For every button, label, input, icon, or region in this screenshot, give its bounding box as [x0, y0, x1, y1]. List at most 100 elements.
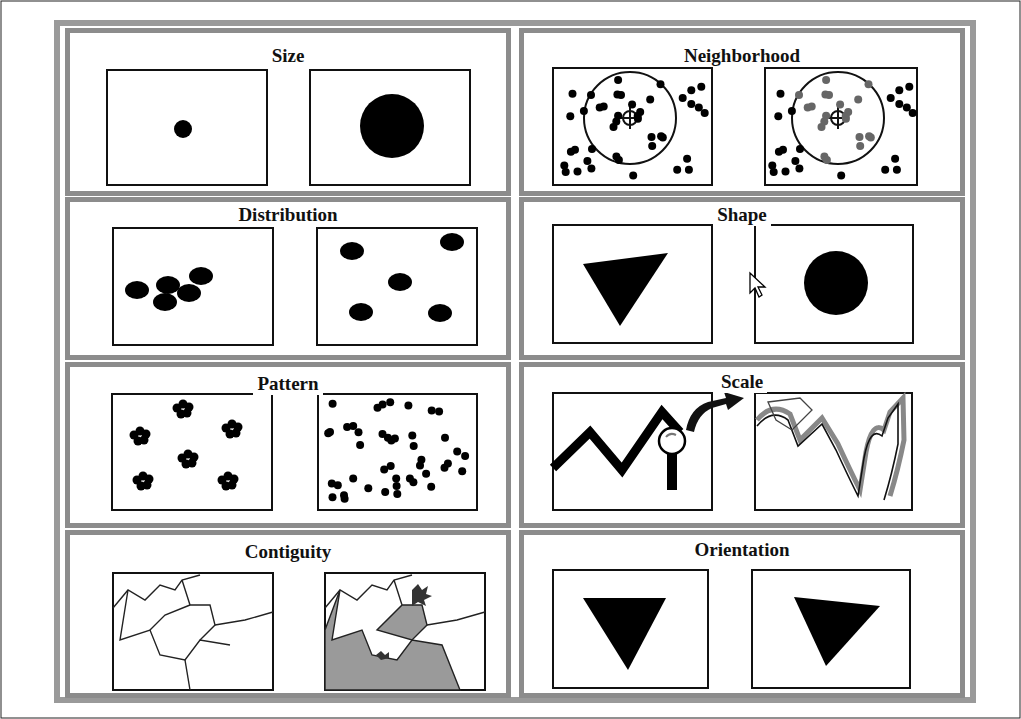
circle-shape	[804, 251, 868, 315]
dot	[461, 452, 469, 460]
dot	[775, 148, 783, 156]
dot	[795, 91, 803, 99]
dot	[232, 429, 241, 438]
dot	[355, 428, 363, 436]
dot	[782, 167, 790, 175]
dot	[657, 80, 665, 88]
distribution-dots	[125, 233, 464, 322]
dot	[393, 482, 401, 490]
dot	[903, 104, 911, 112]
panel-title: Scale	[717, 371, 767, 393]
inner-boxes	[107, 68, 917, 690]
triangle-upright	[583, 598, 666, 670]
dot	[343, 423, 351, 431]
dot	[329, 493, 337, 501]
dot	[856, 133, 864, 141]
dot	[854, 96, 862, 104]
dot	[410, 442, 418, 450]
dot	[567, 148, 575, 156]
dot	[648, 142, 656, 150]
junction-marks	[376, 584, 432, 660]
dot	[646, 96, 654, 104]
dot	[587, 165, 595, 173]
magnifier-lens	[659, 428, 685, 454]
panel-box: Distribution	[65, 197, 511, 360]
dot	[379, 430, 387, 438]
dot	[329, 400, 337, 408]
dot	[679, 94, 687, 102]
dot	[683, 155, 691, 163]
dot	[774, 112, 782, 120]
panel-title: Contiguity	[241, 541, 336, 563]
magnifier-handle	[667, 450, 677, 490]
dot	[379, 401, 387, 409]
dot	[228, 481, 237, 490]
dot	[905, 83, 913, 91]
panel-title: Shape	[713, 204, 771, 226]
dot	[687, 86, 695, 94]
dot	[140, 436, 149, 445]
scale-outline	[768, 398, 812, 430]
dot	[574, 167, 582, 175]
panel-box: Orientation	[519, 530, 965, 698]
dot	[428, 407, 436, 415]
dot	[673, 166, 681, 174]
dot	[596, 103, 604, 111]
dot	[701, 109, 709, 117]
panel-title: Size	[268, 45, 309, 67]
dot	[695, 104, 703, 112]
dot	[865, 132, 873, 140]
dot	[881, 166, 889, 174]
dot	[629, 171, 637, 179]
dot	[825, 91, 833, 99]
panel-title: Distribution	[234, 204, 341, 226]
dot	[842, 115, 850, 123]
dot	[458, 467, 466, 475]
dot	[580, 107, 588, 115]
dot	[588, 145, 596, 153]
panel-box: Contiguity	[65, 530, 511, 698]
dot	[441, 464, 449, 472]
panel-box: Scale	[519, 362, 965, 528]
panel-title: Pattern	[253, 373, 322, 395]
detailed-line-grey	[757, 398, 904, 496]
panel-box: Size	[65, 28, 511, 196]
dot	[788, 107, 796, 115]
dot	[617, 91, 625, 99]
dot	[188, 459, 197, 468]
dot	[324, 429, 332, 437]
dot	[392, 475, 400, 483]
dot	[408, 432, 416, 440]
dot	[143, 481, 152, 490]
dot	[349, 475, 357, 483]
dot	[334, 481, 342, 489]
dot	[822, 112, 830, 120]
panel-title: Orientation	[691, 539, 794, 561]
dot	[427, 483, 435, 491]
dot	[887, 94, 895, 102]
dot	[777, 90, 785, 98]
dot	[393, 490, 401, 498]
dot	[364, 484, 372, 492]
dot	[569, 90, 577, 98]
detailed-line	[757, 404, 898, 500]
dot	[895, 100, 903, 108]
dot	[791, 157, 799, 165]
dot	[685, 166, 693, 174]
triangle	[583, 253, 668, 326]
dot	[697, 83, 705, 91]
dot	[837, 171, 845, 179]
dot	[387, 462, 395, 470]
dot	[895, 86, 903, 94]
dot	[387, 437, 395, 445]
dot	[628, 101, 636, 109]
dot	[891, 155, 899, 163]
dot	[406, 474, 414, 482]
dot	[687, 100, 695, 108]
dot	[562, 168, 570, 176]
dot	[417, 456, 425, 464]
dot	[441, 434, 449, 442]
dot	[648, 133, 656, 141]
panel-box: Shape	[519, 197, 965, 360]
